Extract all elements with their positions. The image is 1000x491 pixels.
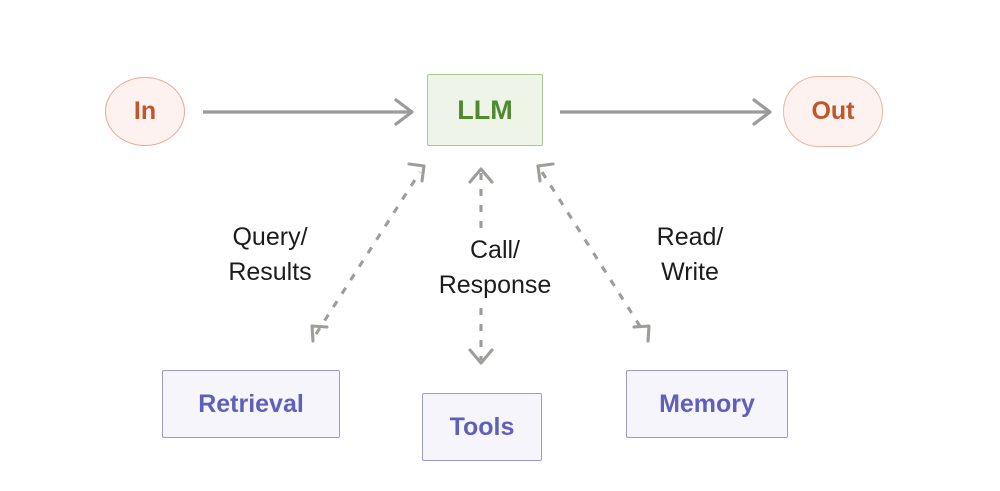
node-tools[interactable]: Tools [422,393,542,461]
node-llm[interactable]: LLM [427,74,543,146]
node-memory[interactable]: Memory [626,370,788,438]
edge-label-query-results: Query/ Results [228,223,312,286]
edge-llm-to-out [560,98,772,126]
edge-label-call-response: Call/ Response [438,236,552,299]
edge-label-read-write: Read/ Write [656,223,724,286]
node-input[interactable]: In [105,77,185,146]
node-retrieval[interactable]: Retrieval [162,370,340,438]
node-output[interactable]: Out [783,76,883,147]
edge-in-to-llm [203,98,414,126]
